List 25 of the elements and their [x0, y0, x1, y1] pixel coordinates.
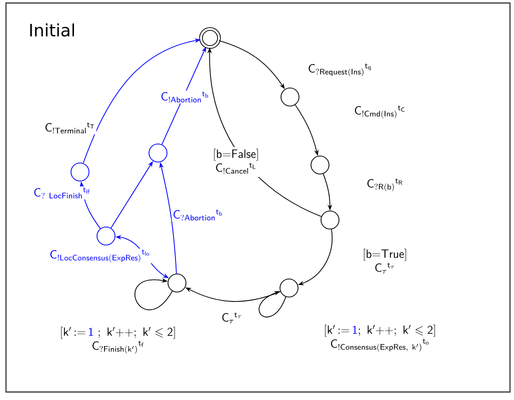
state-label: Initial [30, 23, 74, 37]
transition-arrow [134, 278, 173, 310]
edge-label: $\begin{array}{c}\mathsf{[b{=}False]}\\ \mathsf{C}_{\mathsf{!Cancel}}{}^{\mathsf{t}_{\mathsf{L}}}\end{array}$ [206, 147, 266, 177]
edge-label: $\mathsf{C}_{\tau}{}^{\mathsf{t}_{\tau}}$ [220, 312, 244, 324]
edge-label: $\begin{array}{c}\mathsf{[k'\,{:=}\,{\color{blue}1}\ ;\ k'{+}{+};\ k'}\leqslant\mathsf{2]}\\ \mathsf{C}_{\mathsf{?Finish(k')}}{}^{\mathsf{t}_{\mathsf{f}}}\end{array}$ [54, 325, 182, 355]
state-circle [320, 210, 340, 230]
edge-label: $\mathsf{C}_{\mathsf{?\ LocFinish}}{}^{\mathsf{t}_{\mathsf{lf}}}$ [32, 186, 92, 200]
edge-label: $\mathsf{C}_{\mathsf{?R(b)}}{}^{\mathsf{t}_{\mathsf{R}}}$ [366, 178, 404, 192]
edge-label: $\mathsf{C}_{\mathsf{?Request(Ins)}}{}^{\mathsf{t}_{\mathsf{q}}}$ [306, 62, 374, 78]
edge-label: $\mathsf{C}_{\mathsf{!LocConsensus(ExpRes)}}{}^{\mathsf{t}_{\mathsf{lo}}}$ [48, 248, 152, 264]
edge-label: $\mathsf{C}_{\mathsf{!Terminal}}{}^{\mathsf{t}_{\mathsf{T}}}$ [44, 122, 96, 134]
state-circle [70, 162, 90, 182]
state-circle [148, 144, 168, 162]
edge-label: $\begin{array}{c}\mathsf{[b{=}True]}\\ \mathsf{C}_{\tau}{}^{\mathsf{t}_{\tau}}\end{array}$ [356, 247, 414, 277]
edge-label: $\mathsf{C}_{\mathsf{!Cmd(Ins)}}{}^{\mathsf{t}_{\mathsf{C}}}$ [353, 104, 407, 120]
state-circle [168, 274, 186, 292]
state-circle [96, 226, 116, 246]
edge-label: $\mathsf{C}_{\mathsf{?Abortion}}{}^{\mathsf{t}_{\mathsf{b}}}$ [172, 208, 224, 222]
state-circle [280, 278, 298, 298]
edge-label: $\mathsf{C}_{\mathsf{!Abortion}}{}^{\mathsf{t}_{\mathsf{b}}}$ [160, 90, 210, 104]
edge-label: $\begin{array}{c}\mathsf{[k'\,{:=}\,{\color{blue}1};\ k'{+}{+};\ k'}\leqslant\mathsf{2]}\\ \mathsf{C}_{\mathsf{!Consensus(ExpRes,\ k')}}{}^{\mathsf{t}_{\mathsf{o}}}\end{array}$ [318, 323, 442, 353]
state-circle [310, 156, 330, 174]
initial-state [199, 27, 221, 49]
transition-arrow [258, 291, 286, 318]
state-circle [280, 88, 300, 106]
